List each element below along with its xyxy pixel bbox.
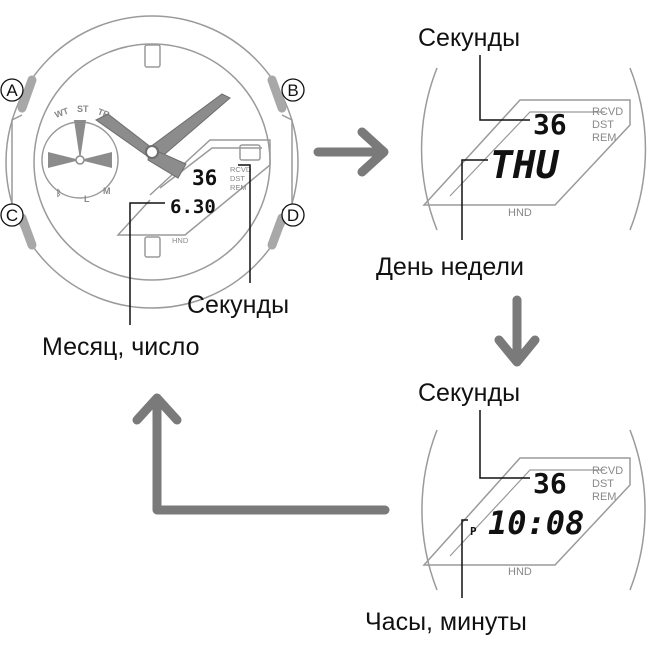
button-b-letter: B <box>287 81 298 100</box>
button-c-letter: C <box>6 206 18 225</box>
button-d-badge <box>281 203 305 227</box>
label-weekday: День недели <box>376 253 524 281</box>
marker-3 <box>239 144 261 161</box>
flow-arrows <box>132 127 540 515</box>
time-indicator-rcvd: RCVD <box>592 465 623 477</box>
subdial-hand-left <box>48 152 80 168</box>
time-pm-marker: P <box>470 525 477 538</box>
time-hnd-label: HND <box>508 566 532 578</box>
leader-seconds-main <box>238 164 251 283</box>
button-a-letter: A <box>6 81 18 100</box>
leader-hours-minutes <box>461 519 468 598</box>
button-b-pusher <box>267 75 287 113</box>
weekday-bezel-right <box>629 67 647 231</box>
weekday-bezel-left <box>420 67 438 231</box>
button-a-pusher <box>17 75 37 113</box>
time-seconds-display: 36 <box>533 467 567 500</box>
main-hands <box>95 93 231 179</box>
hour-hand <box>95 113 153 159</box>
weekday-seconds-display: 36 <box>533 108 567 141</box>
main-date-display: 6.30 <box>170 196 216 218</box>
arrow-right-to-weekday <box>313 127 389 177</box>
time-lcd-inner <box>449 469 605 557</box>
weekday-hnd-label: HND <box>508 207 532 219</box>
watch-bezel <box>5 15 299 309</box>
crown-buttons: A B C D <box>0 75 305 250</box>
screen-time: 36 RCVD DST REM P 10:08 HND <box>421 410 646 598</box>
weekday-lcd-inner <box>449 111 605 197</box>
time-indicator-rem: REM <box>592 491 616 503</box>
subdial-label-st: ST <box>77 104 89 114</box>
button-d-pusher <box>267 213 287 250</box>
weekday-indicator-rcvd: RCVD <box>592 106 623 118</box>
leader-month-day <box>129 202 165 325</box>
main-leader-lines <box>129 164 251 325</box>
main-hnd-label: HND <box>172 236 189 245</box>
time-bezel-right <box>629 429 646 591</box>
time-main-display: 10:08 <box>488 504 584 542</box>
time-bezel-left <box>421 429 438 591</box>
button-c-pusher <box>17 213 37 250</box>
button-d-letter: D <box>287 206 299 225</box>
weekday-indicator-dst: DST <box>592 119 614 131</box>
arrow-down-to-time <box>494 295 540 367</box>
subdial-label-wt: WT <box>53 106 70 120</box>
marker-12 <box>144 44 161 68</box>
leader-weekday <box>461 159 488 240</box>
marker-6 <box>144 236 161 258</box>
subdial-hand-right <box>80 152 112 168</box>
main-lcd-outline <box>116 139 271 236</box>
hand-pivot <box>145 145 159 159</box>
button-b-badge <box>281 78 305 102</box>
button-c-badge <box>0 203 24 227</box>
subdial-label-l: L <box>84 194 90 204</box>
subdial-details: WT ST TR L M ᛒ <box>48 104 112 204</box>
label-seconds-top: Секунды <box>418 24 520 52</box>
subdial-hand-up <box>74 120 86 160</box>
subdial-label-m: M <box>103 186 111 196</box>
weekday-lcd-outline <box>422 99 631 206</box>
bluetooth-icon: ᛒ <box>56 188 61 198</box>
leader-seconds-top <box>479 55 530 121</box>
arrow-back-to-main <box>132 393 390 515</box>
weekday-main-display: THU <box>490 143 560 187</box>
label-seconds-bottom: Секунды <box>418 379 520 407</box>
main-seconds-display: 36 <box>192 166 217 190</box>
time-indicator-dst: DST <box>592 478 614 490</box>
label-hours-minutes: Часы, минуты <box>365 608 527 636</box>
weekday-indicator-rem: REM <box>592 132 616 144</box>
screen-weekday: 36 RCVD DST REM THU HND <box>420 55 647 240</box>
leader-seconds-bottom <box>479 410 530 479</box>
main-indicator-rem: REM <box>230 183 247 192</box>
subdial-pivot <box>75 155 85 165</box>
label-month-day: Месяц, число <box>42 333 200 361</box>
time-lcd-outline <box>422 457 631 566</box>
label-seconds-main: Секунды <box>187 291 289 319</box>
main-lcd: 36 RCVD DST REM 6.30 HND <box>170 165 252 245</box>
main-indicator-rcvd: RCVD <box>230 165 252 174</box>
button-a-badge <box>0 78 24 102</box>
main-indicator-dst: DST <box>230 174 245 183</box>
